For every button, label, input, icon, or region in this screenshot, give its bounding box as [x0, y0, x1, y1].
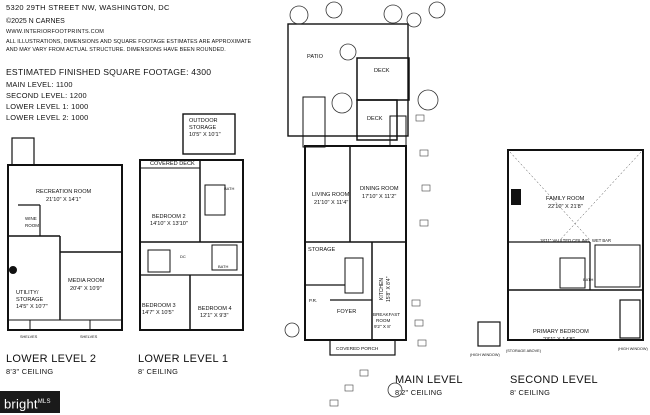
ceiling-main: 8'2" CEILING [395, 388, 443, 397]
room-label-bath-1: BATH [224, 186, 234, 191]
room-dim-breakfast: 9'2" X 8' [374, 324, 391, 329]
room-label-utility-2: STORAGE [16, 297, 44, 303]
covered-deck-label: COVERED DECK [150, 161, 195, 167]
plan-lower-level-1 [139, 113, 244, 331]
plan-main-level [287, 23, 410, 356]
room-label-media: MEDIA ROOM [68, 278, 105, 284]
high-window-label-1: (HIGH WINDOW) [470, 353, 500, 357]
tree-icon [387, 382, 403, 398]
room-label-outdoor-storage-2: STORAGE [189, 125, 217, 131]
room-dim-primary: 23'1" X 14'8" [543, 337, 575, 343]
room-dim-kitchen: 15'8" X 8'4" [386, 276, 392, 302]
walkway-stones [329, 114, 431, 407]
room-label-foyer: FOYER [337, 309, 356, 315]
website: WWW.INTERIORFOOTPRINTS.COM [6, 29, 105, 35]
tree-icon [383, 4, 403, 24]
ceiling-second: 8' CEILING [510, 388, 551, 397]
patio-label: PATIO [307, 54, 324, 60]
shelves-label-1: SHELVES [20, 335, 38, 339]
sqft-main: MAIN LEVEL: 1100 [6, 80, 73, 89]
room-label-outdoor-storage: OUTDOOR [189, 118, 218, 124]
room-label-dining: DINING ROOM [360, 186, 399, 192]
watermark-suffix: MLS [37, 399, 51, 405]
room-dim-dining: 17'10" X 11'2" [362, 194, 396, 200]
ceiling-lower-1: 8' CEILING [138, 367, 179, 376]
disclaimer-line-2: AND MAY VARY FROM ACTUAL STRUCTURE. DIME… [6, 47, 226, 53]
deck-label-2: DECK [367, 116, 383, 122]
storage-label: STORAGE [308, 247, 336, 253]
watermark-brand: bright [4, 396, 38, 412]
tree-icon [289, 5, 309, 25]
room-label-pr: P.R. [309, 298, 317, 303]
room-label-wine-2: ROOM [25, 223, 39, 228]
disclaimer-line-1: ALL ILLUSTRATIONS, DIMENSIONS AND SQUARE… [6, 39, 252, 45]
sqft-title: ESTIMATED FINISHED SQUARE FOOTAGE: 4300 [6, 67, 212, 77]
room-dim-bedroom-2: 14'10" X 13'10" [150, 221, 188, 227]
copyright: ©2025 N CARNES [6, 18, 65, 25]
room-label-living: LIVING ROOM [312, 192, 350, 198]
room-dim-bedroom-4: 12'1" X 9'3" [200, 313, 229, 319]
room-label-bedroom-3: BEDROOM 3 [142, 303, 176, 309]
storage-above-label: (STORAGE ABOVE) [506, 349, 542, 353]
room-dim-utility: 14'5" X 10'7" [16, 304, 48, 310]
room-dim-media: 20'4" X 10'9" [70, 286, 102, 292]
sqft-lower1: LOWER LEVEL 1: 1000 [6, 102, 89, 111]
room-label-wine: WINE [25, 216, 37, 221]
tree-icon [325, 1, 343, 19]
room-label-breakfast-2: ROOM [376, 318, 390, 323]
room-label-primary: PRIMARY BEDROOM [533, 329, 589, 335]
bath-label-second: BATH [583, 277, 593, 282]
sqft-lower2: LOWER LEVEL 2: 1000 [6, 113, 89, 122]
room-label-kitchen: KITCHEN [379, 278, 385, 300]
covered-porch-label: COVERED PORCH [336, 346, 379, 352]
tree-icon [417, 89, 439, 111]
room-label-bedroom-4: BEDROOM 4 [198, 306, 232, 312]
tree-icon [284, 322, 300, 338]
room-dim-bedroom-3: 14'7" X 10'5" [142, 310, 174, 316]
room-label-family: FAMILY ROOM [546, 196, 585, 202]
vaulted-ceiling-label: 18'11" VAULTED CEILING [540, 238, 589, 243]
room-label-recreation: RECREATION ROOM [36, 189, 92, 195]
room-label-bath-2: BATH [218, 264, 228, 269]
ceiling-lower-2: 8'3" CEILING [6, 367, 54, 376]
room-label-dc: DC [180, 254, 186, 259]
room-dim-family: 22'10" X 21'8" [548, 204, 583, 210]
room-dim-outdoor-storage: 10'5" X 10'1" [189, 132, 221, 138]
plan-lower-level-2 [7, 137, 123, 331]
property-address: 5320 29TH STREET NW, WASHINGTON, DC [6, 3, 170, 12]
tree-icon [406, 12, 422, 28]
room-label-breakfast: BREAKFAST [373, 312, 400, 317]
room-label-bedroom-2: BEDROOM 2 [152, 214, 186, 220]
deck-label-1: DECK [374, 68, 390, 74]
tree-icon [331, 92, 353, 114]
level-label-lower-2: LOWER LEVEL 2 [6, 353, 97, 365]
wet-bar-label: WET BAR [592, 238, 611, 243]
level-label-second: SECOND LEVEL [510, 374, 598, 386]
level-label-main: MAIN LEVEL [395, 374, 463, 386]
tree-icon [339, 43, 357, 61]
disclaimer: ALL ILLUSTRATIONS, DIMENSIONS AND SQUARE… [6, 38, 316, 54]
high-window-label-2: (HIGH WINDOW) [618, 347, 648, 351]
bright-mls-watermark: brightMLS [0, 391, 60, 413]
room-label-utility: UTILITY/ [16, 290, 39, 296]
sqft-second: SECOND LEVEL: 1200 [6, 91, 87, 100]
level-label-lower-1: LOWER LEVEL 1 [138, 353, 229, 365]
room-dim-recreation: 21'10" X 14'1" [46, 197, 81, 203]
shelves-label-2: SHELVES [80, 335, 98, 339]
plan-second-level [477, 149, 644, 347]
tree-icon [428, 1, 446, 19]
room-dim-living: 21'10" X 11'4" [314, 200, 348, 206]
